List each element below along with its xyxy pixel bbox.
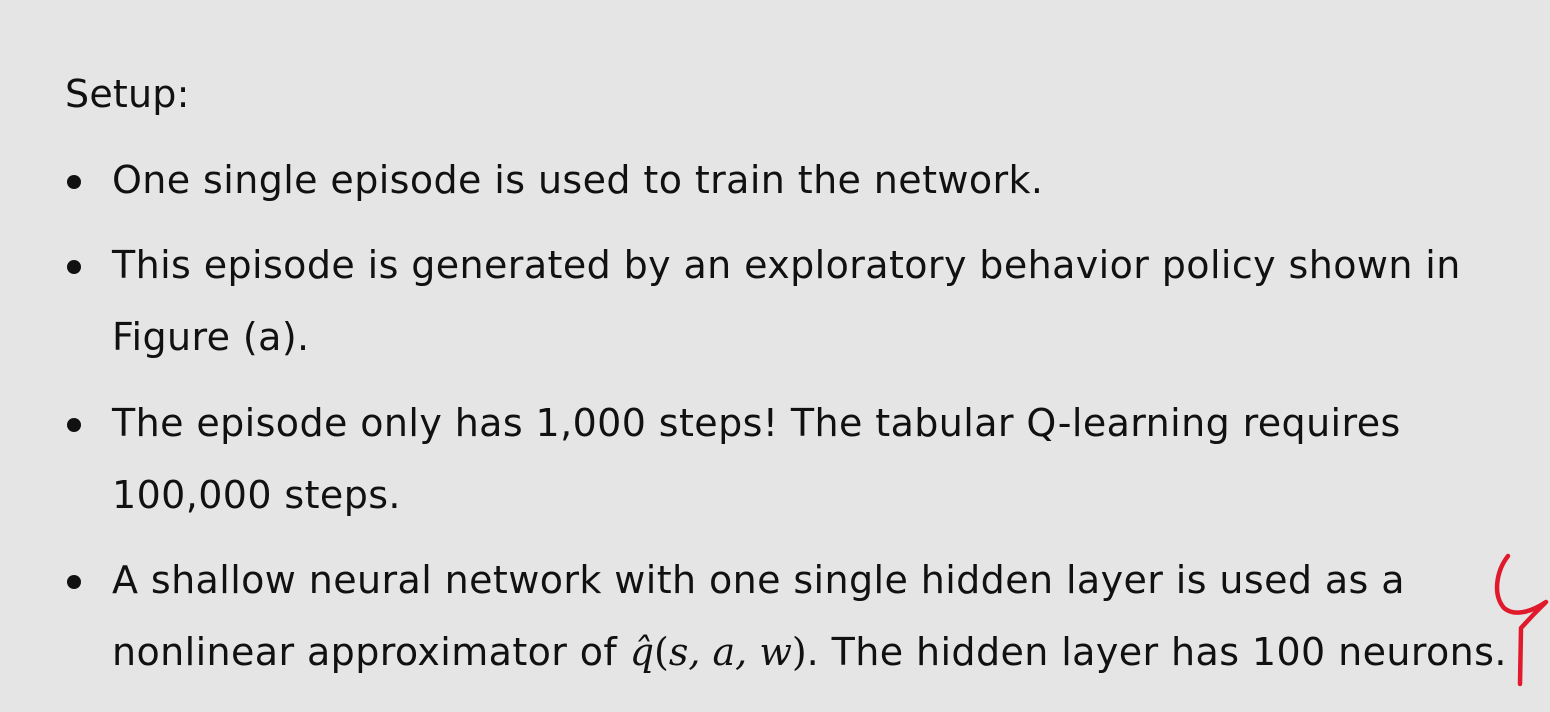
- bullet-4-line-2: nonlinear approximator of q̂(s, a, w). T…: [112, 628, 1507, 676]
- bullet-marker: [67, 260, 81, 274]
- red-annotation-mark: [1494, 553, 1549, 687]
- line-prefix: nonlinear approximator of: [112, 630, 630, 674]
- bullet-2-line-1: This episode is generated by an explorat…: [112, 243, 1461, 287]
- q-hat-formula: q̂(s, a, w): [630, 630, 807, 674]
- bullet-3-line-1: The episode only has 1,000 steps! The ta…: [112, 401, 1401, 445]
- bullet-marker: [67, 175, 81, 189]
- bullet-3-line-2: 100,000 steps.: [112, 473, 401, 517]
- setup-heading: Setup:: [65, 72, 190, 116]
- bullet-1-line-1: One single episode is used to train the …: [112, 158, 1044, 202]
- formula-close-paren: ): [791, 630, 807, 674]
- bullet-marker: [67, 418, 81, 432]
- q-hat-symbol: q̂: [629, 630, 655, 674]
- bullet-4-line-1: A shallow neural network with one single…: [112, 558, 1405, 602]
- bullet-2-line-2: Figure (a).: [112, 315, 310, 359]
- annotation-stroke: [1494, 553, 1549, 687]
- line-suffix: . The hidden layer has 100 neurons.: [806, 630, 1507, 674]
- bullet-marker: [67, 575, 81, 589]
- formula-args: s, a, w: [668, 630, 792, 674]
- formula-open-paren: (: [654, 630, 669, 674]
